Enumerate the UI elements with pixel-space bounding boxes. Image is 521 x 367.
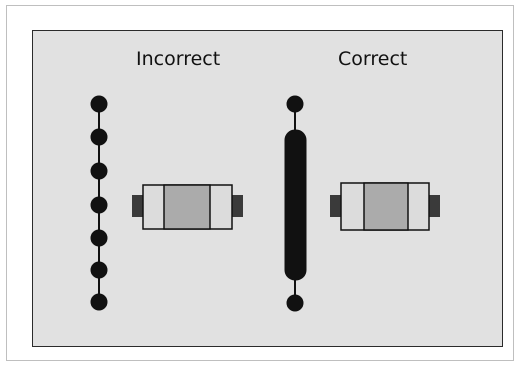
incorrect-bead-chain-icon <box>90 95 108 311</box>
incorrect-component-icon <box>132 184 243 230</box>
correct-bar-connector-icon <box>284 95 307 312</box>
correct-label: Correct <box>338 48 408 70</box>
outer-frame <box>6 5 514 361</box>
incorrect-label: Incorrect <box>136 48 221 70</box>
correct-component-icon <box>330 182 440 231</box>
